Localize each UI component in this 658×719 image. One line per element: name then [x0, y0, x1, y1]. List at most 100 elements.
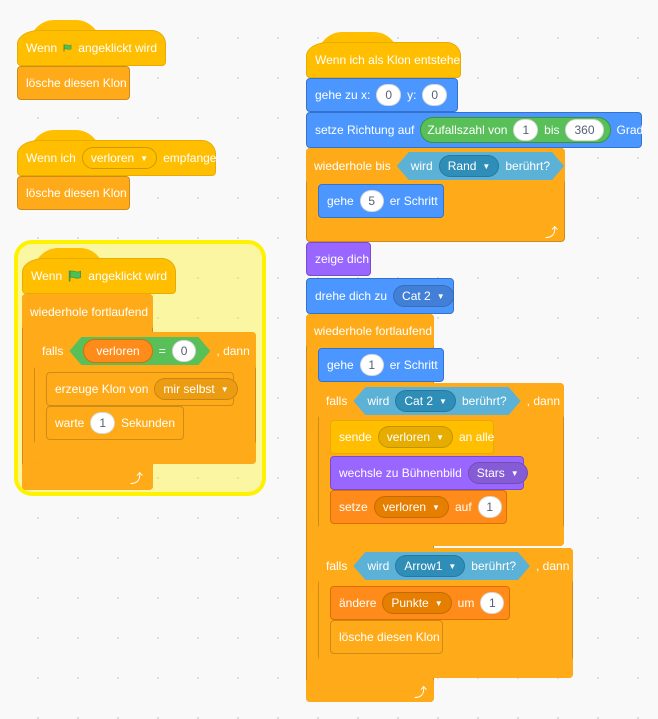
repeat-until-label: wiederhole bis — [314, 159, 391, 173]
set-variable-dropdown[interactable]: verloren▼ — [373, 496, 449, 518]
touching-label-a: wird — [410, 159, 433, 173]
degrees-label: Grad — [616, 123, 644, 137]
hat-label-when: Wenn — [31, 269, 63, 283]
points-value: Punkte — [391, 596, 429, 610]
show-label: zeige dich — [315, 252, 370, 266]
goto-xy-block[interactable]: gehe zu x: 0 y: 0 — [306, 78, 458, 112]
hat-label-when-i: Wenn ich — [26, 151, 76, 165]
if-bottom-arm — [318, 656, 573, 678]
green-flag-icon — [63, 44, 72, 52]
forever-block[interactable]: wiederhole fortlaufend — [22, 294, 153, 330]
steps-label: er Schritt — [389, 194, 438, 208]
random-to-input[interactable]: 360 — [565, 119, 604, 141]
touching-label-b: berührt? — [461, 394, 507, 408]
forever-bottom-arm — [306, 678, 434, 702]
clone-target-dropdown[interactable]: mir selbst ▼ — [154, 378, 238, 400]
cat-dropdown[interactable]: Cat 2▼ — [395, 390, 456, 412]
variable-reporter-lost[interactable]: verloren — [83, 339, 152, 363]
y-input[interactable]: 0 — [422, 84, 448, 106]
move-label: gehe — [327, 358, 354, 372]
if-label: falls — [326, 394, 348, 408]
repeat-until-block[interactable]: wiederhole bis wird Rand▼ berührt? — [306, 148, 565, 184]
point-in-direction-block[interactable]: setze Richtung auf Zufallszahl von 1 bis… — [306, 112, 644, 148]
backdrop-dropdown[interactable]: Stars▼ — [467, 462, 528, 484]
backdrop-value: Stars — [476, 466, 505, 480]
to-label: auf — [454, 500, 472, 514]
show-block[interactable]: zeige dich — [306, 242, 371, 276]
set-label: setze — [339, 500, 368, 514]
forever-block[interactable]: wiederhole fortlaufend — [306, 314, 434, 348]
move-steps-input[interactable]: 5 — [359, 190, 384, 212]
then-label: , dann — [526, 394, 561, 408]
edge-dropdown[interactable]: Rand▼ — [439, 155, 500, 177]
hat-label-when: Wenn — [26, 41, 58, 55]
move-steps-block[interactable]: gehe 5 er Schritt — [318, 184, 444, 218]
arrow-dropdown[interactable]: Arrow1▼ — [395, 555, 465, 577]
touching-label-b: berührt? — [471, 559, 516, 573]
when-flag-clicked-hat[interactable]: Wenn angeklickt wird — [17, 30, 166, 66]
caret-down-icon: ▼ — [439, 396, 447, 406]
random-from-input[interactable]: 1 — [513, 119, 539, 141]
hat-label-receive: empfange — [163, 151, 217, 165]
x-input[interactable]: 0 — [376, 84, 402, 106]
wait-block[interactable]: warte 1 Sekunden — [46, 406, 184, 440]
delete-this-clone-block[interactable]: lösche diesen Klon — [330, 620, 443, 654]
point-towards-dropdown[interactable]: Cat 2▼ — [393, 285, 454, 307]
if-label: falls — [326, 559, 348, 573]
change-variable-dropdown[interactable]: Punkte▼ — [382, 592, 452, 614]
delete-this-clone-block[interactable]: lösche diesen Klon — [17, 176, 130, 210]
y-label: y: — [407, 88, 417, 102]
set-value-input[interactable]: 1 — [477, 496, 502, 518]
broadcast-block[interactable]: sende verloren▼ an alle — [330, 420, 494, 454]
loop-arrow-icon: ⤴ — [130, 471, 144, 486]
message-dropdown[interactable]: verloren▼ — [81, 147, 158, 169]
forever-label: wiederhole fortlaufend — [314, 324, 433, 338]
touching-label-a: wird — [367, 394, 390, 408]
set-variable-block[interactable]: setze verloren▼ auf 1 — [330, 490, 507, 524]
loop-arrow-icon: ⤴ — [545, 225, 559, 240]
delete-this-clone-block[interactable]: lösche diesen Klon — [17, 66, 130, 100]
clone-hat-label: Wenn ich als Klon entstehe — [315, 53, 461, 67]
if-label: falls — [42, 344, 64, 358]
equals-value-input[interactable]: 0 — [172, 340, 197, 362]
broadcast-message-dropdown[interactable]: verloren▼ — [377, 426, 453, 448]
forever-bottom-arm — [22, 462, 153, 490]
touching-edge-condition[interactable]: wird Rand▼ berührt? — [397, 152, 564, 180]
create-clone-block[interactable]: erzeuge Klon von mir selbst▼ — [46, 372, 238, 406]
delete-clone-label: lösche diesen Klon — [26, 186, 127, 200]
change-label: ändere — [339, 596, 377, 610]
set-variable-value: verloren — [382, 500, 427, 514]
touching-arrow-condition[interactable]: wird Arrow1▼ berührt? — [353, 552, 530, 580]
clone-target-value: mir selbst — [163, 382, 215, 396]
caret-down-icon: ▼ — [436, 291, 445, 301]
switch-backdrop-block[interactable]: wechsle zu Bühnenbild Stars▼ — [330, 456, 528, 490]
move-label: gehe — [327, 194, 354, 208]
point-towards-label: drehe dich zu — [315, 289, 388, 303]
wait-seconds-input[interactable]: 1 — [90, 412, 115, 434]
when-i-receive-hat[interactable]: Wenn ich verloren▼ empfange — [17, 140, 216, 176]
if-then-block[interactable]: falls wird Cat 2▼ berührt? , dann — [318, 383, 564, 419]
edge-value: Rand — [447, 159, 477, 173]
caret-down-icon: ▼ — [448, 561, 457, 571]
then-label: , dann — [536, 559, 570, 573]
caret-down-icon: ▼ — [436, 432, 444, 442]
point-towards-block[interactable]: drehe dich zu Cat 2▼ — [306, 278, 454, 314]
then-label: , dann — [216, 344, 250, 358]
caret-down-icon: ▼ — [220, 384, 229, 394]
if-then-block[interactable]: falls verloren = 0 , dann — [34, 332, 256, 370]
change-variable-block[interactable]: ändere Punkte▼ um 1 — [330, 586, 510, 620]
delete-clone-label: lösche diesen Klon — [26, 76, 127, 90]
hat-label-clicked: angeklickt wird — [78, 41, 157, 55]
when-flag-clicked-hat[interactable]: Wenn angeklickt wird — [22, 258, 176, 294]
pick-random-reporter[interactable]: Zufallszahl von 1 bis 360 — [420, 117, 611, 143]
touching-cat-condition[interactable]: wird Cat 2▼ berührt? — [353, 387, 520, 415]
change-value-input[interactable]: 1 — [480, 592, 505, 614]
move-steps-block[interactable]: gehe 1 er Schritt — [318, 348, 444, 382]
when-i-start-as-clone-hat[interactable]: Wenn ich als Klon entstehe — [306, 42, 461, 78]
if-then-block[interactable]: falls wird Arrow1▼ berührt? , dann — [318, 548, 573, 584]
equals-condition[interactable]: verloren = 0 — [69, 337, 210, 365]
move-steps-input[interactable]: 1 — [359, 354, 384, 376]
if-bottom-arm — [34, 440, 256, 464]
wait-label: warte — [55, 416, 85, 430]
broadcast-label: sende — [339, 430, 372, 444]
